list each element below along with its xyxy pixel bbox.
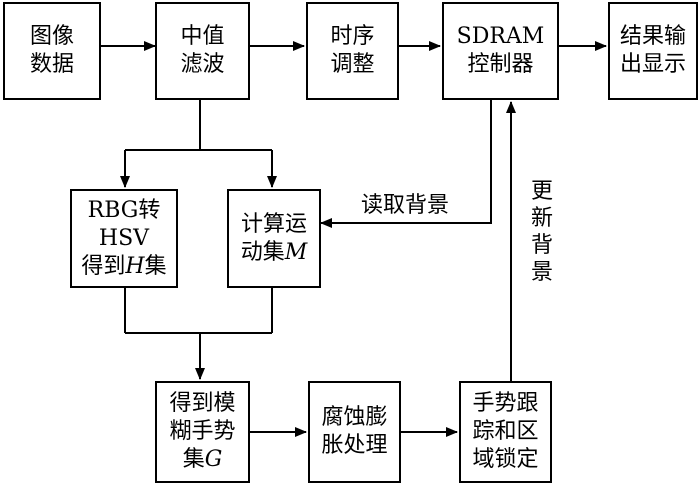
node-median-filter: 中值 滤波 — [155, 2, 250, 100]
label-update-background: 更 新 背 景 — [530, 179, 553, 285]
node-motion-set: 计算运 动集M — [227, 189, 321, 288]
node-result-output: 结果输 出显示 — [608, 2, 698, 100]
node-gesture-tracking: 手势跟 踪和区 域锁定 — [459, 381, 552, 483]
label-read-background: 读取背景 — [361, 193, 450, 218]
node-morphology: 腐蚀膨 胀处理 — [308, 381, 401, 483]
arrow-sdram-to-motion — [320, 100, 492, 228]
node-sdram-controller: SDRAM 控制器 — [442, 2, 559, 100]
node-fuzzy-gesture-set: 得到模 糊手势 集G — [155, 381, 250, 483]
node-image-data: 图像 数据 — [3, 2, 101, 100]
node-rgb-to-hsv: RBG转 HSV 得到H集 — [70, 189, 178, 288]
node-timing-adjust: 时序 调整 — [306, 2, 399, 100]
